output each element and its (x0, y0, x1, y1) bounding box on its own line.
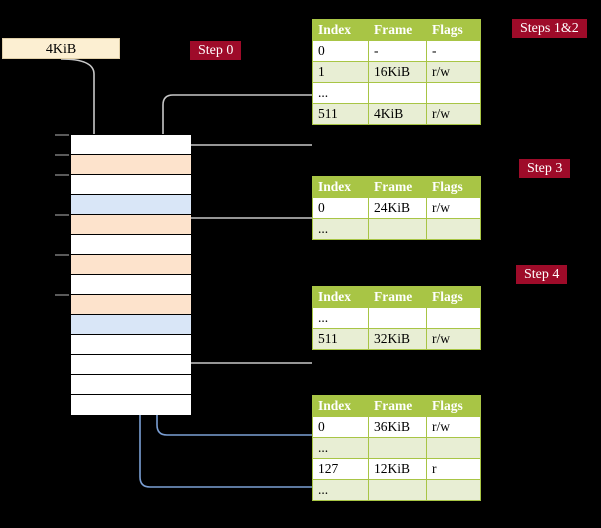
column-header-flags: Flags (426, 286, 481, 308)
column-header-frame: Frame (368, 395, 427, 417)
cell-frame: 4KiB (368, 103, 427, 125)
memory-frame-row (71, 395, 191, 415)
cell-index: 0 (312, 40, 369, 62)
cell-index: 127 (312, 458, 369, 480)
memory-frame-row (71, 295, 191, 315)
column-header-index: Index (312, 286, 369, 308)
column-header-index: Index (312, 395, 369, 417)
cell-flags: r (426, 458, 481, 480)
cell-frame: 16KiB (368, 61, 427, 83)
column-header-flags: Flags (426, 395, 481, 417)
column-header-frame: Frame (368, 286, 427, 308)
memory-frame-row (71, 195, 191, 215)
wire-table0-row511-to-memory (169, 144, 312, 165)
cell-flags (426, 218, 481, 240)
badge-step-0: Step 0 (190, 41, 242, 60)
cell-flags (426, 82, 481, 104)
memory-frame-row (71, 355, 191, 375)
memory-frame-row (71, 375, 191, 395)
column-header-flags: Flags (426, 19, 481, 41)
cell-index: 0 (312, 416, 369, 438)
memory-frame-row (71, 215, 191, 235)
cell-frame (368, 218, 427, 240)
cell-frame: 36KiB (368, 416, 427, 438)
cell-flags: r/w (426, 328, 481, 350)
column-header-index: Index (312, 19, 369, 41)
memory-boundary-tick (55, 294, 69, 296)
memory-frame-row (71, 315, 191, 335)
cell-flags: r/w (426, 103, 481, 125)
cell-frame (368, 437, 427, 459)
table-row: ... (312, 479, 481, 501)
cell-index: 511 (312, 103, 369, 125)
wire-table2-row511-to-memory (169, 298, 312, 364)
cell-index: 1 (312, 61, 369, 83)
memory-frame-row (71, 135, 191, 155)
memory-boundary-tick (55, 134, 69, 136)
memory-frame-row (71, 235, 191, 255)
memory-boundary-tick (55, 214, 69, 216)
cell-frame: 12KiB (368, 458, 427, 480)
memory-frame-row (71, 275, 191, 295)
cell-flags: r/w (426, 61, 481, 83)
column-header-frame: Frame (368, 176, 427, 198)
table-row: ... (312, 82, 481, 104)
column-header-frame: Frame (368, 19, 427, 41)
memory-frame-row (71, 155, 191, 175)
badge-step-4: Step 4 (516, 265, 568, 284)
cell-index: ... (312, 479, 369, 501)
memory-boundary-tick (55, 254, 69, 256)
memory-frame-row (71, 255, 191, 275)
badge-steps-1-and-2: Steps 1&2 (512, 19, 587, 38)
cell-index: 0 (312, 197, 369, 219)
column-header-flags: Flags (426, 176, 481, 198)
cell-index: ... (312, 82, 369, 104)
cell-flags: - (426, 40, 481, 62)
badge-step-3: Step 3 (519, 159, 571, 178)
cell-flags (426, 479, 481, 501)
cell-frame (368, 82, 427, 104)
cell-index: ... (312, 437, 369, 459)
memory-boundary-tick (55, 154, 69, 156)
cell-frame: - (368, 40, 427, 62)
memory-frame-row (71, 175, 191, 195)
table-row: ... (312, 218, 481, 240)
cell-frame (368, 307, 427, 329)
cell-frame (368, 479, 427, 501)
cell-flags: r/w (426, 416, 481, 438)
column-header-index: Index (312, 176, 369, 198)
table-row: 0-- (312, 40, 481, 62)
cell-index: 511 (312, 328, 369, 350)
memory-frame-row (71, 335, 191, 355)
cell-flags (426, 437, 481, 459)
cell-frame: 24KiB (368, 197, 427, 219)
cell-index: ... (312, 307, 369, 329)
memory-boundary-tick (55, 174, 69, 176)
cell-index: ... (312, 218, 369, 240)
table-row: ... (312, 437, 481, 459)
physical-memory-column (70, 134, 191, 415)
table-row: ... (312, 307, 481, 329)
source-address-box: 4KiB (2, 38, 120, 59)
cell-frame: 32KiB (368, 328, 427, 350)
wire-table1-row0-to-memory (169, 217, 312, 271)
cell-flags: r/w (426, 197, 481, 219)
cell-flags (426, 307, 481, 329)
